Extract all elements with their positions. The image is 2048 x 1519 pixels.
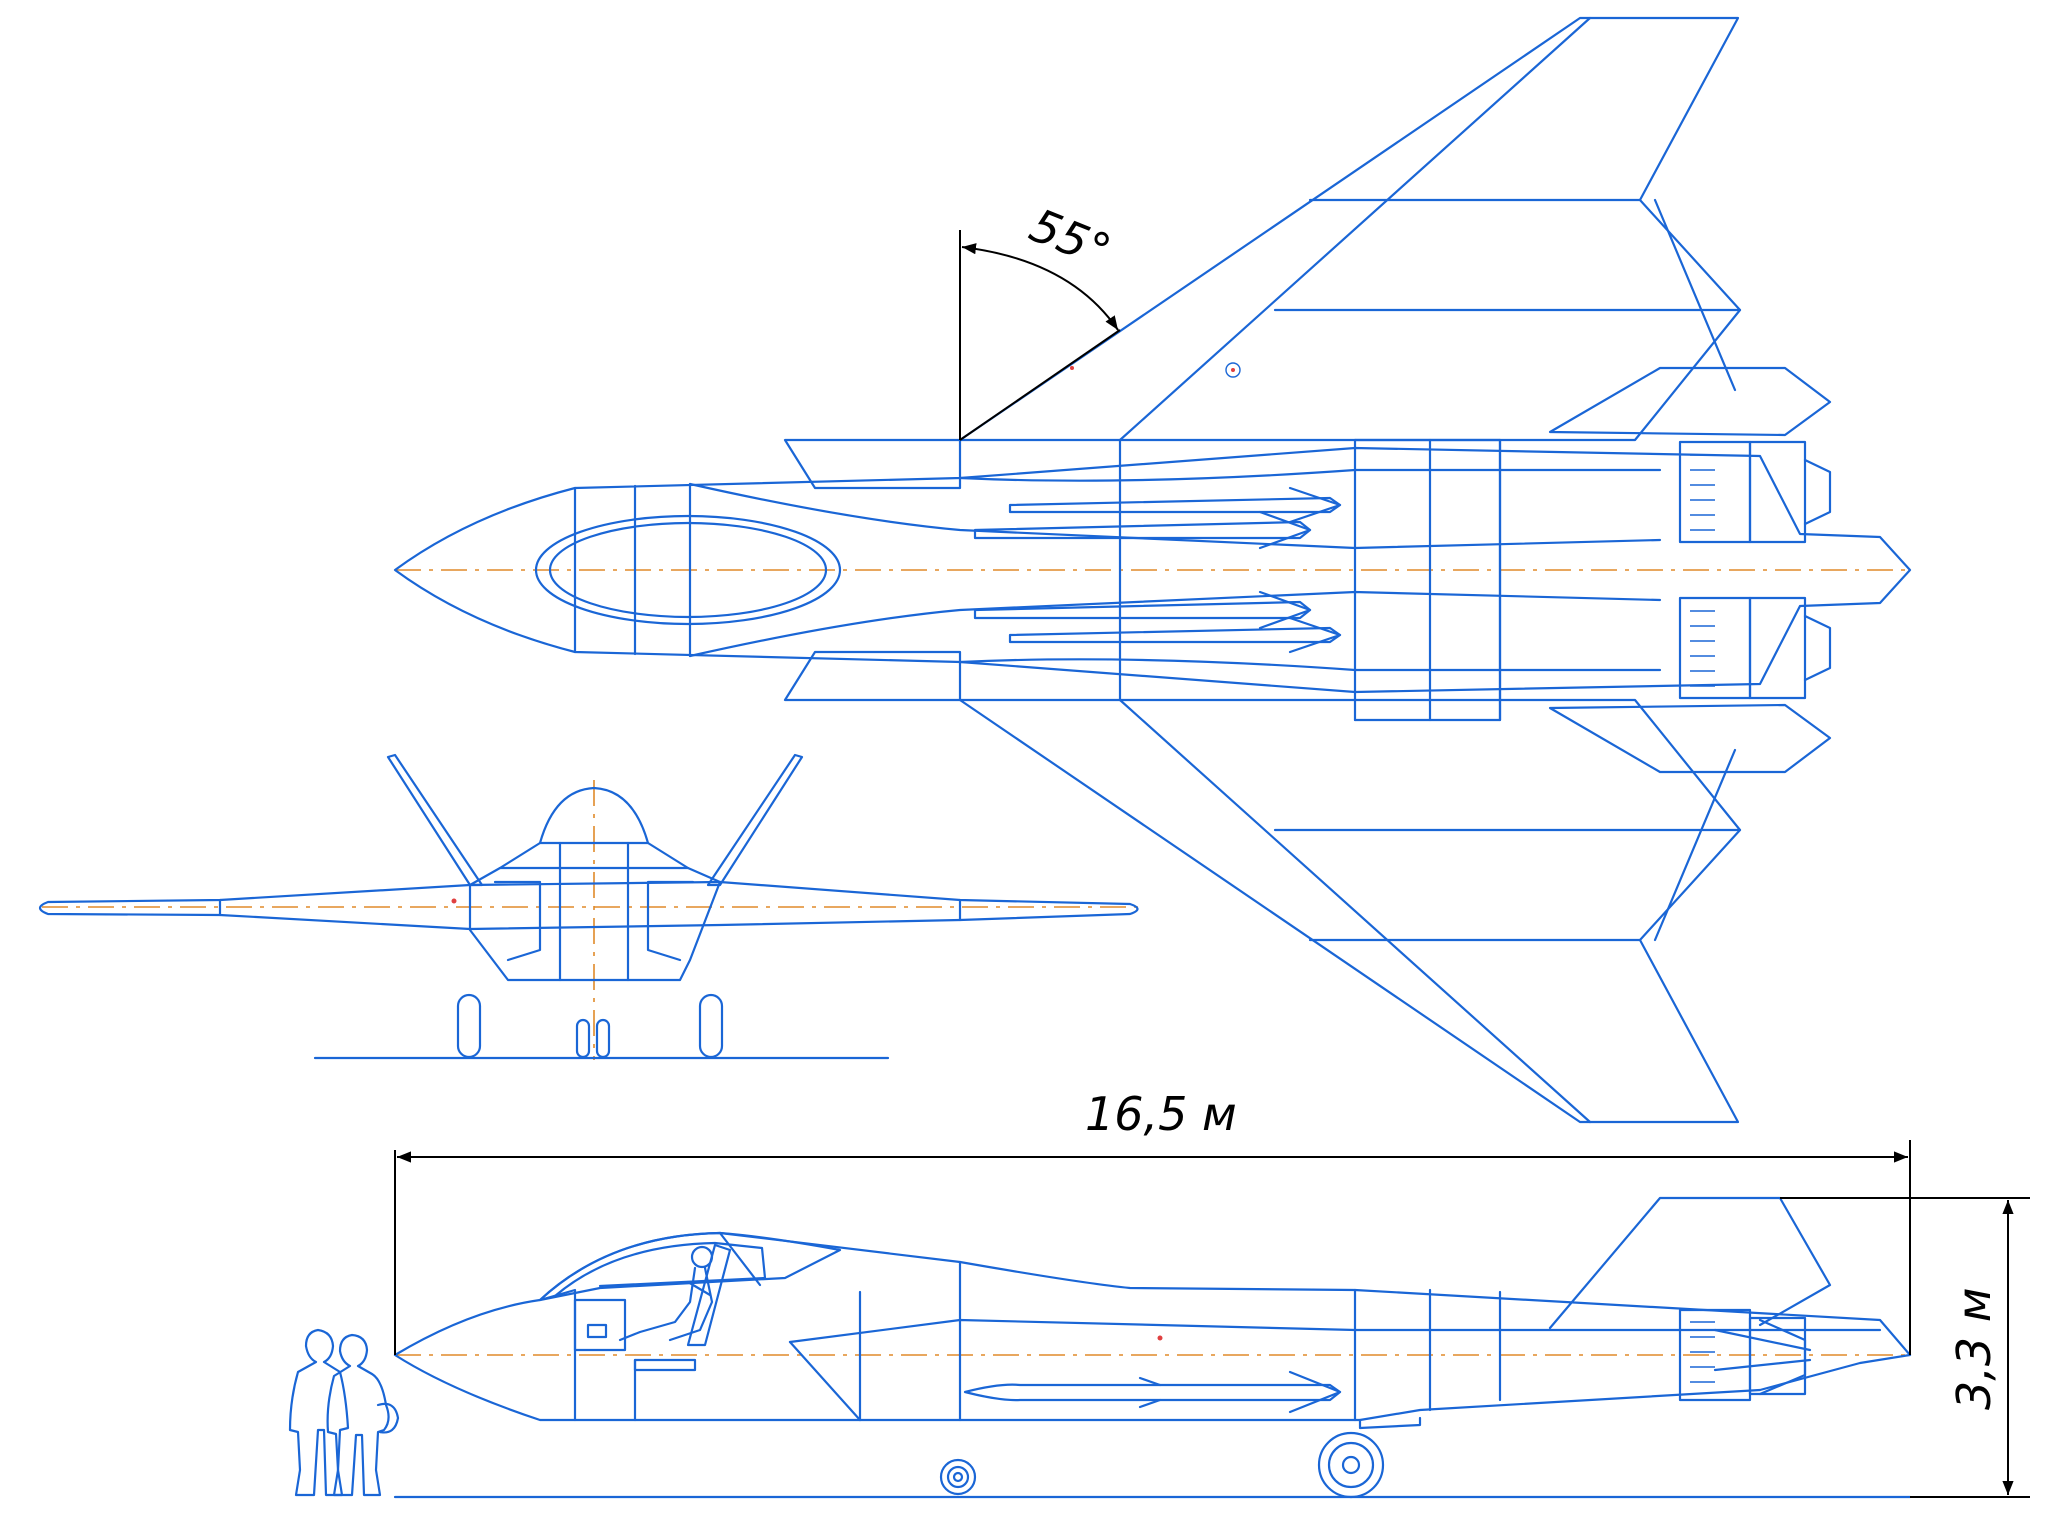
length-dimension: 16,5 м xyxy=(394,1087,1911,1355)
side-view-pilot xyxy=(586,1243,732,1347)
front-view-fuselage xyxy=(468,786,722,982)
side-view-canopy xyxy=(538,1231,842,1302)
plan-view-nozzle-lower xyxy=(1678,596,1752,700)
plan-view-nozzle-upper xyxy=(1678,440,1752,544)
plan-view-canard-lower xyxy=(783,650,962,702)
front-view-tail-left xyxy=(386,753,484,887)
plan-view-canard-upper xyxy=(783,438,962,490)
plan-view-tail-upper xyxy=(1548,366,1832,437)
plan-view-wing-lower xyxy=(958,698,1742,1124)
side-view-nose-gear xyxy=(939,1458,977,1496)
sweep-angle-dimension: 55° xyxy=(959,198,1121,441)
front-view-main-gear-left xyxy=(456,993,482,1059)
side-view-missile xyxy=(963,1383,1342,1402)
length-label: 16,5 м xyxy=(1085,1087,1237,1141)
front-view xyxy=(38,753,1140,1060)
plan-view-tail-lower xyxy=(1548,703,1832,774)
front-view-wing xyxy=(38,880,1139,931)
height-label: 3,3 м xyxy=(1947,1288,2001,1410)
front-view-nose-gear xyxy=(575,1018,591,1059)
side-view xyxy=(288,1196,1912,1499)
height-dimension: 3,3 м xyxy=(1780,1197,2030,1498)
front-view-tail-right xyxy=(706,753,804,887)
plan-view-fuselage xyxy=(393,446,1912,694)
side-view-main-gear xyxy=(1317,1416,1422,1499)
front-view-main-gear-right xyxy=(698,993,724,1059)
human-silhouettes xyxy=(288,1328,400,1497)
side-view-fuselage xyxy=(393,1231,1912,1422)
plan-view: 55° xyxy=(393,16,1912,1124)
plan-view-canopy xyxy=(534,514,842,626)
plan-view-missiles xyxy=(973,486,1342,654)
side-view-cockpit xyxy=(538,1288,577,1422)
